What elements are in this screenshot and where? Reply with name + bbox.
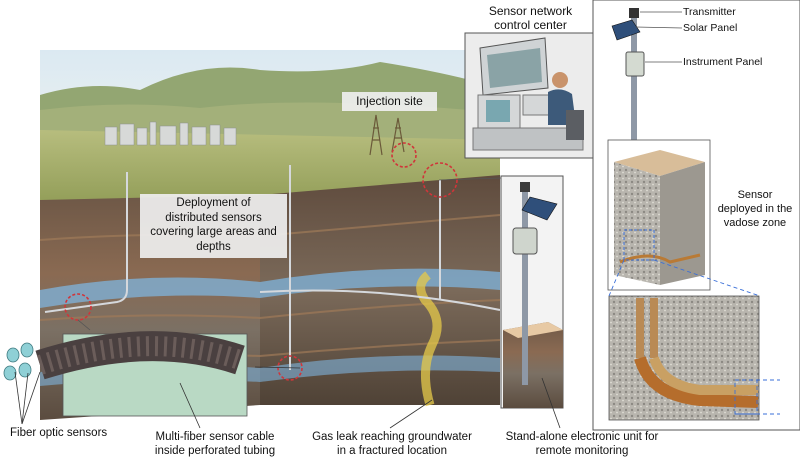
leader-lines (635, 11, 683, 63)
gas-leak-plume (416, 271, 442, 407)
injection-derricks (369, 114, 405, 156)
zoom-lines (608, 259, 780, 415)
vadose-label: Sensor deployed in the vadose zone (712, 188, 798, 230)
control-center-inset (464, 32, 594, 159)
zoom-box (623, 229, 655, 261)
callout-lines (14, 366, 561, 429)
gas-leak-line1: Gas leak reaching groundwater (312, 431, 472, 443)
injection-site-text: Injection site (356, 94, 423, 108)
soil-top (614, 150, 705, 176)
control-center-line1: Sensor network (488, 4, 573, 18)
solar-panel-label: Solar Panel (683, 22, 738, 34)
control-center-label: Sensor network control center (468, 4, 593, 32)
standalone-line1: Stand-alone electronic unit for (505, 431, 659, 443)
industrial-plant (104, 121, 237, 146)
aquifer-upper (40, 268, 500, 308)
cable-inset (3, 319, 248, 417)
standalone-line2: remote monitoring (535, 445, 629, 457)
cable-line2: inside perforated tubing (154, 445, 276, 457)
injection-site-label: Injection site (342, 92, 437, 111)
gas-leak-line2: in a fractured location (337, 445, 447, 457)
instrument-box (512, 227, 538, 255)
standalone-unit-inset (438, 175, 564, 409)
highlight-circles (64, 142, 458, 381)
deployment-line1: Deployment of (176, 197, 251, 209)
control-center-line2: control center (494, 18, 567, 32)
right-instrument-box (625, 51, 645, 77)
monitor-pole (522, 190, 528, 385)
deployment-line4: depths (196, 240, 231, 253)
gas-leak-label: Gas leak reaching groundwater in a fract… (302, 430, 482, 458)
instrument-panel-label: Instrument Panel (683, 56, 763, 68)
deployment-line3: covering large areas and (150, 226, 277, 238)
standalone-label: Stand-alone electronic unit for remote m… (492, 430, 672, 458)
vadose-line3: vadose zone (723, 217, 787, 229)
buried-cable (634, 356, 759, 408)
right-solar-panel-icon (611, 19, 641, 41)
cable-line1: Multi-fiber sensor cable (155, 431, 275, 443)
cable-label: Multi-fiber sensor cable inside perforat… (140, 430, 290, 458)
operator-head (552, 72, 568, 88)
sensor-wells (44, 165, 501, 370)
vadose-line2: deployed in the (717, 203, 793, 215)
vadose-panel (592, 0, 800, 431)
deployment-label: Deployment of distributed sensors coveri… (140, 194, 287, 258)
transmitter-label: Transmitter (683, 6, 736, 18)
deployment-line2: distributed sensors (165, 211, 262, 224)
soil-right-face (660, 162, 705, 285)
fiber-optic-label: Fiber optic sensors (10, 427, 108, 439)
soil-left-face (614, 162, 660, 285)
solar-panel-icon (521, 196, 558, 221)
vadose-line1: Sensor (737, 189, 773, 201)
fiber-ends (3, 342, 34, 381)
